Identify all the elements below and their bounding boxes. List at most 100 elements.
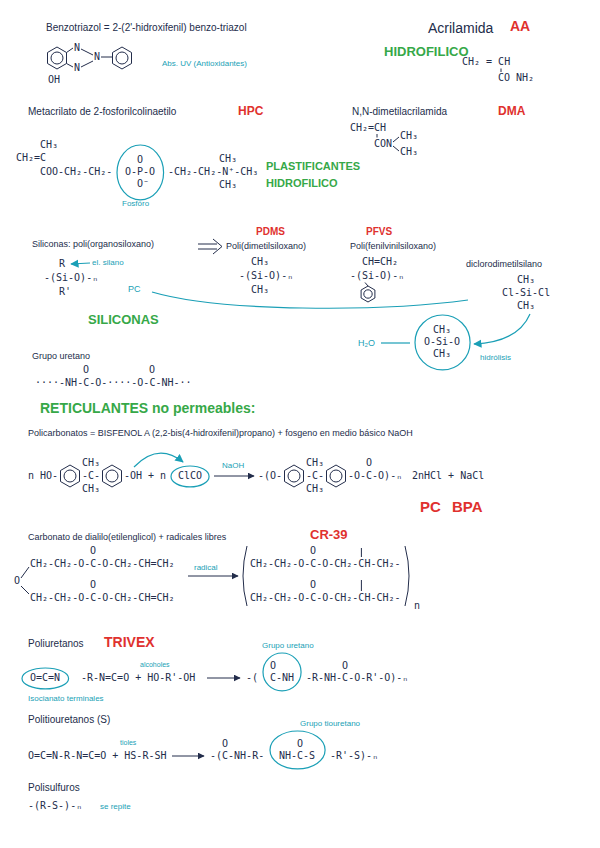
node-text: O-Si-O bbox=[424, 336, 460, 348]
benzene-ring bbox=[361, 286, 375, 302]
formula-text: CH₃ bbox=[400, 146, 418, 158]
benzene-ring bbox=[61, 465, 80, 487]
formula-text: CH₂-CH₂-O-C-O-CH₂-CH=CH₂ bbox=[30, 558, 175, 570]
node-text: O bbox=[279, 738, 315, 750]
formula-text: -(Si-O)-ₙ bbox=[44, 272, 98, 284]
formula-text: O=C=N-R-N=C=O + HS-R-SH bbox=[28, 750, 166, 762]
formula-text: CH₃ bbox=[400, 130, 418, 142]
formula-text: O bbox=[149, 364, 155, 376]
node-text: NH-C-S bbox=[279, 750, 315, 762]
formula-text: ····-NH-C-O-····-O-C-NH-·· bbox=[35, 377, 192, 389]
formula-text: -(R-S-)-ₙ bbox=[28, 800, 82, 812]
node-text: O=C=N bbox=[30, 672, 60, 684]
circled-group: O=C=N bbox=[21, 667, 70, 690]
formula-text: n HO- bbox=[28, 470, 58, 482]
leader-arrow bbox=[71, 263, 90, 264]
abbreviation-label: AA bbox=[510, 18, 530, 35]
property-label: SILICONAS bbox=[88, 312, 159, 328]
annotation-label: Fosfóro bbox=[122, 198, 149, 210]
circle-outline bbox=[263, 653, 301, 691]
formula-text: O bbox=[90, 579, 96, 591]
annotation-label: tioles bbox=[120, 737, 136, 749]
formula-text: CH₃ bbox=[251, 284, 269, 296]
formula-text: O bbox=[14, 575, 20, 587]
attack-arrow bbox=[134, 453, 183, 467]
implies-arrow bbox=[213, 239, 222, 254]
note-text: Politiouretanos (S) bbox=[28, 714, 110, 726]
circle-outline bbox=[415, 315, 470, 370]
formula-text: CH₃ bbox=[306, 457, 324, 469]
annotation-label: H₂O bbox=[358, 337, 375, 349]
formula-text: CH₃ bbox=[219, 179, 237, 191]
leader-line bbox=[381, 342, 410, 343]
node-text: ClCO bbox=[178, 470, 202, 482]
annotation-label: Isocianato terminales bbox=[28, 693, 104, 705]
abbreviation-label: DMA bbox=[498, 104, 525, 118]
formula-text: -O-C-O)-ₙ bbox=[348, 470, 402, 482]
circled-group: ONH-C-S bbox=[269, 730, 326, 770]
benzene-ring bbox=[327, 465, 346, 487]
formula-text: -(Si-O)-ₙ bbox=[239, 270, 293, 282]
ring-circle bbox=[116, 52, 128, 64]
bond bbox=[67, 64, 74, 68]
formula-text: OH bbox=[48, 74, 60, 86]
ring-circle bbox=[51, 52, 63, 64]
node-text: CH₃ bbox=[424, 348, 460, 360]
abbreviation-label: TRIVEX bbox=[104, 634, 155, 651]
note-text: Poli(dimetilsiloxano) bbox=[226, 240, 306, 252]
note-text: Poli(fenilvinilsiloxano) bbox=[350, 240, 436, 252]
abbreviation-label: BPA bbox=[452, 498, 483, 516]
annotation-label: PC bbox=[128, 283, 141, 295]
node-text: O-P-O bbox=[125, 166, 155, 178]
bond bbox=[67, 48, 74, 53]
bond bbox=[101, 57, 112, 58]
formula-text: CH₃ bbox=[251, 256, 269, 268]
node-text: O bbox=[125, 154, 155, 166]
reaction-arrow bbox=[214, 476, 254, 477]
formula-text: -R-NH-C-O-R'-O)-ₙ bbox=[306, 672, 408, 684]
formula-text: CH₂=CH bbox=[350, 122, 386, 134]
formula-text: -( bbox=[246, 672, 258, 684]
note-text: N,N-dimetilacrilamida bbox=[352, 106, 447, 118]
formula-text: -(O- bbox=[258, 470, 282, 482]
annotation-label: NaOH bbox=[222, 460, 244, 472]
formula-text: R bbox=[59, 258, 65, 270]
circled-group: ClCO bbox=[170, 465, 210, 488]
formula-text: R' bbox=[59, 286, 71, 298]
formula-text: CH₃ bbox=[219, 153, 237, 165]
note-text: Metacrilato de 2-fosforilcolinaetilo bbox=[28, 106, 176, 118]
ring-circle bbox=[106, 470, 118, 482]
bond bbox=[81, 49, 93, 55]
property-label: HIDROFILICO bbox=[266, 177, 338, 190]
annotation-label: se repite bbox=[100, 801, 131, 813]
formula-text: CH=CH₂ bbox=[362, 256, 398, 268]
reaction-arrow bbox=[188, 576, 238, 577]
formula-text: O bbox=[342, 660, 348, 672]
reaction-arrow bbox=[172, 756, 204, 757]
abbreviation-label: PC bbox=[420, 498, 441, 516]
bond bbox=[81, 61, 93, 67]
polymer-bracket bbox=[405, 546, 409, 606]
note-text: Grupo uretano bbox=[32, 350, 90, 362]
abbreviation-label: PDMS bbox=[256, 226, 285, 238]
annotation-label: alcoholes bbox=[140, 659, 170, 671]
formula-text: 2nHCl + NaCl bbox=[412, 470, 484, 482]
property-label: PLASTIFICANTES bbox=[266, 160, 360, 173]
bond bbox=[365, 283, 368, 287]
node-text: O bbox=[270, 660, 294, 672]
formula-text: -(C-NH-R- bbox=[210, 750, 264, 762]
bond bbox=[501, 69, 502, 73]
formula-text: CH₂=C bbox=[16, 152, 46, 164]
note-text: Benzotriazol = 2-(2'-hidroxifenil) benzo… bbox=[46, 22, 247, 34]
formula-text: -OH + n bbox=[124, 470, 166, 482]
formula-text: O bbox=[366, 457, 372, 469]
bond bbox=[393, 146, 399, 151]
bond bbox=[21, 586, 29, 594]
formula-text: CH₃ bbox=[517, 300, 535, 312]
annotation-label: Grupo uretano bbox=[262, 640, 314, 652]
note-text: diclorodimetilsilano bbox=[466, 258, 542, 270]
ring-circle bbox=[288, 470, 300, 482]
formula-text: O bbox=[222, 738, 228, 750]
formula-text: CH₂ = CH bbox=[462, 56, 510, 68]
circled-group: CH₃O-Si-OCH₃ bbox=[414, 314, 471, 371]
